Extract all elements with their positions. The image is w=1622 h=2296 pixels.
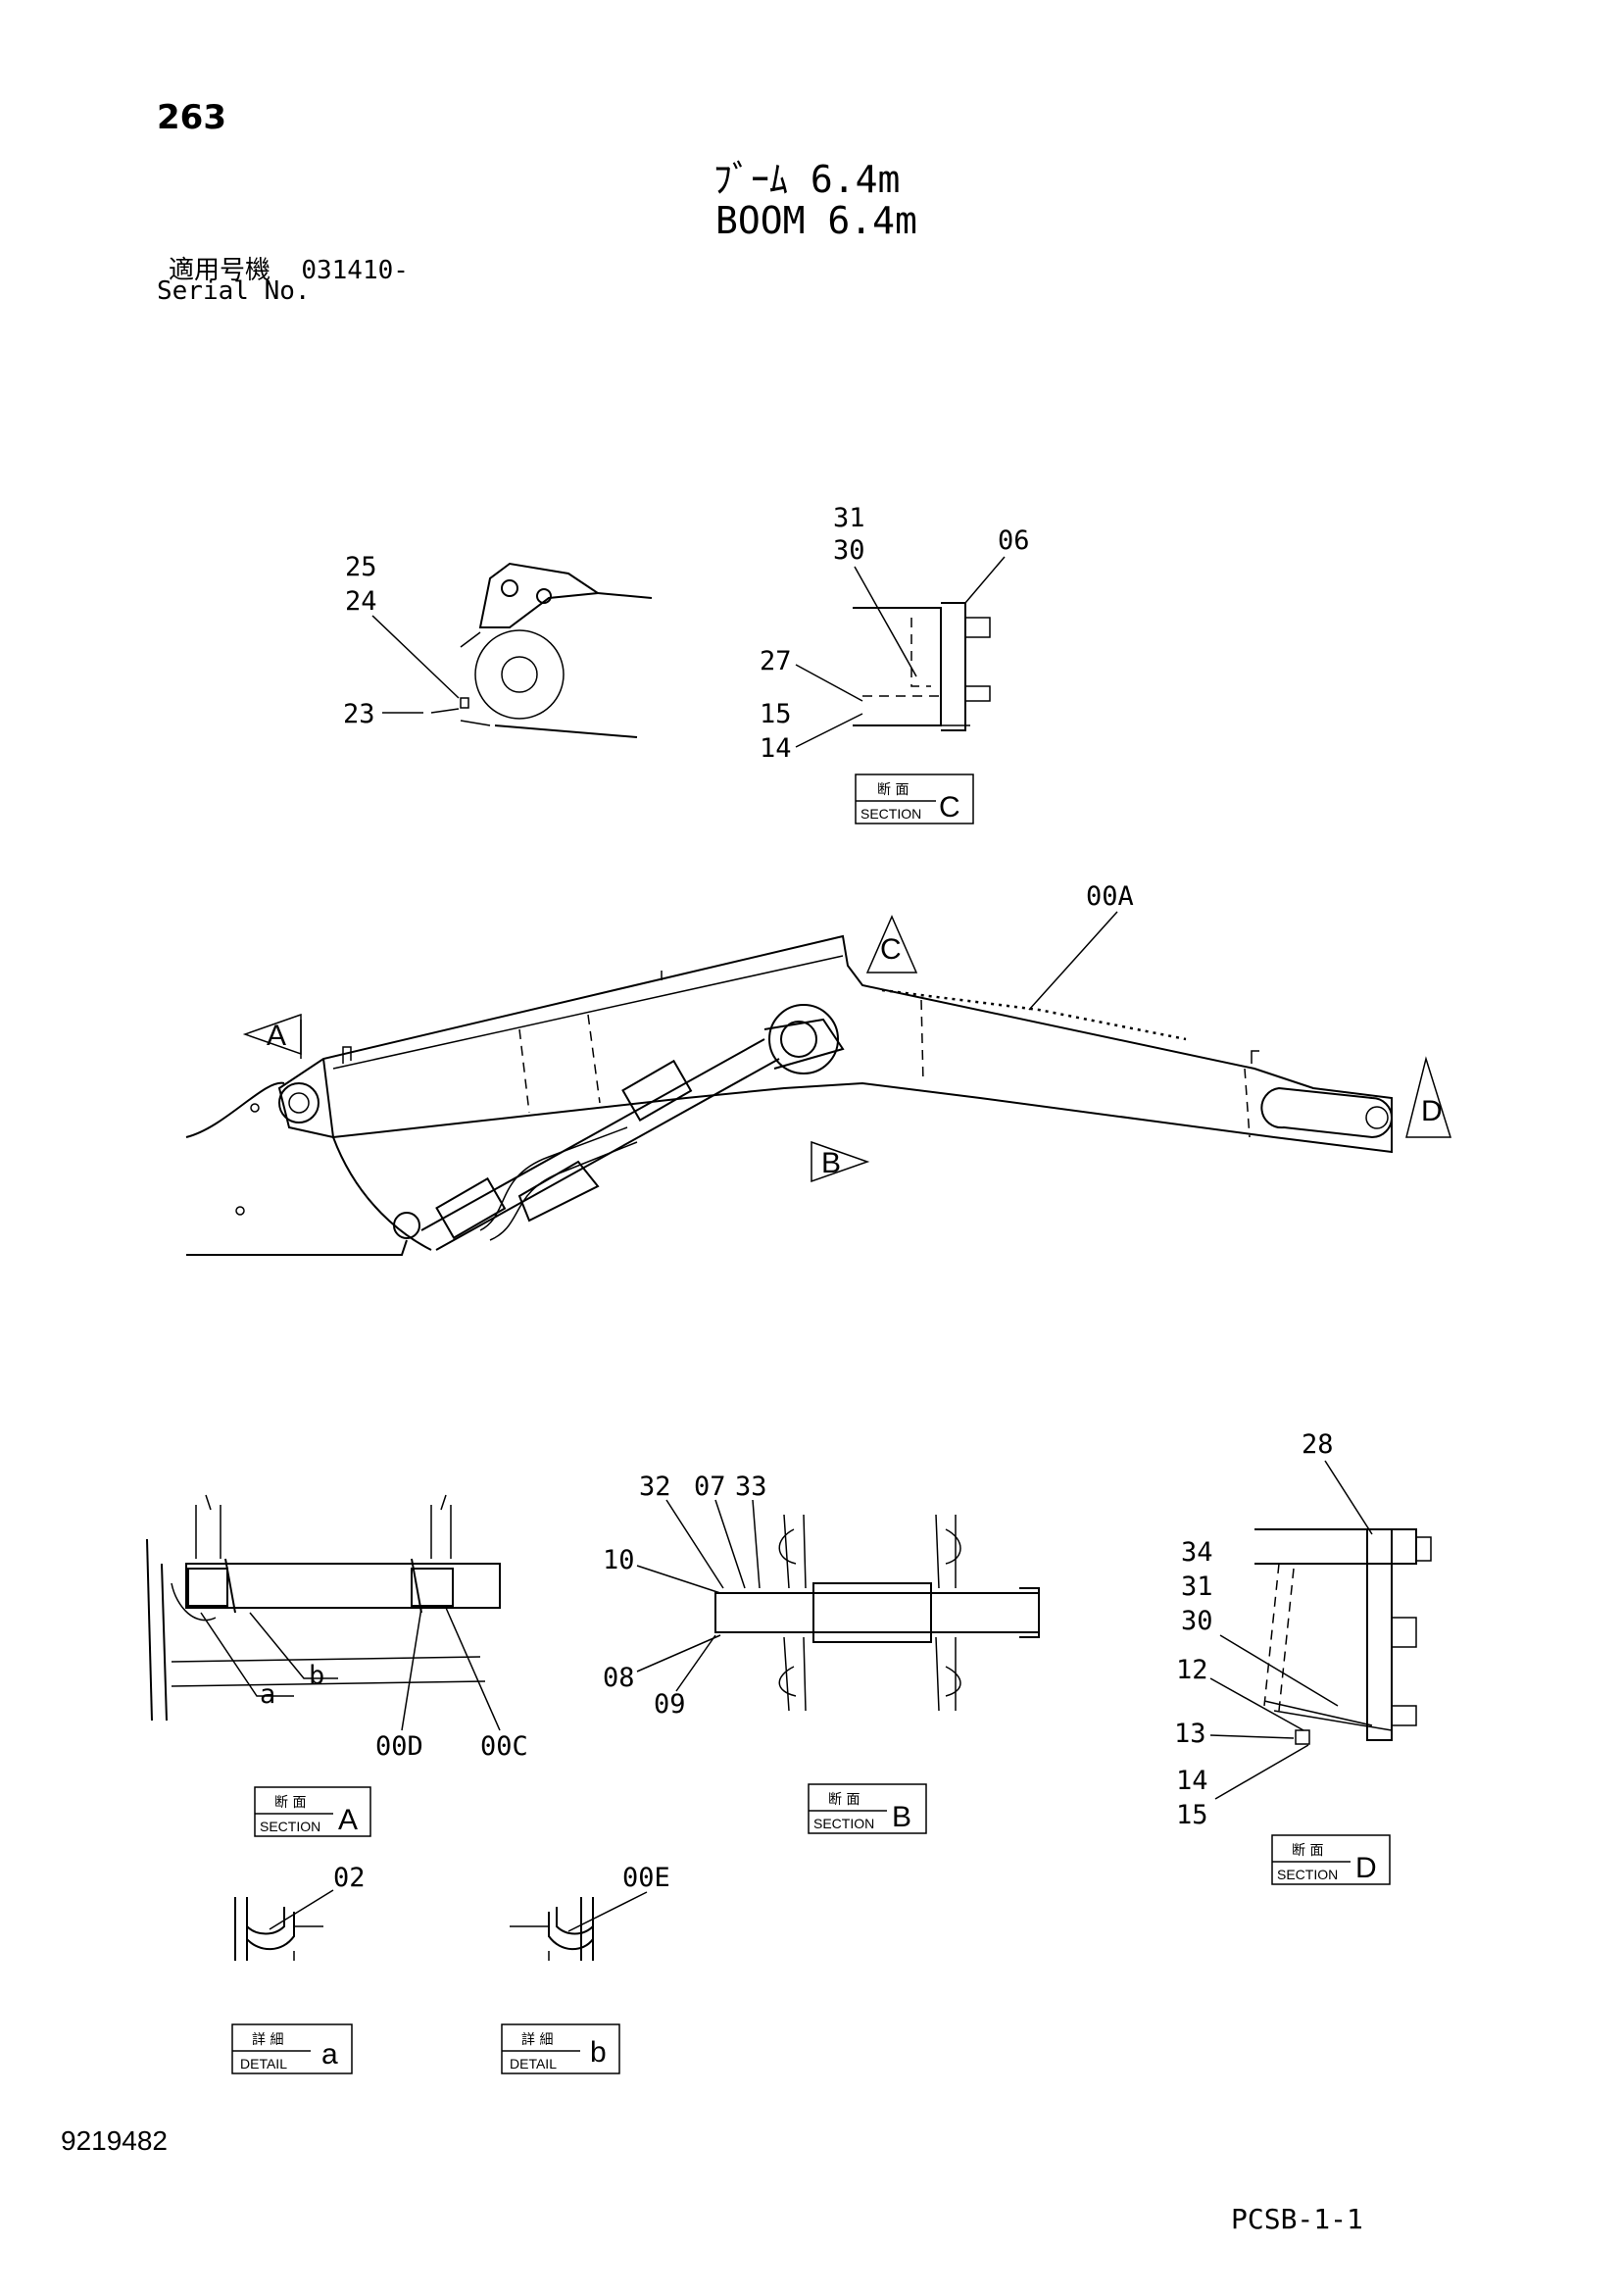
- section-key-b: B: [892, 1801, 911, 1833]
- callout-00D: 00D: [375, 1731, 423, 1762]
- detail-b-view: 00E 詳 細 DETAIL b: [501, 1863, 670, 2074]
- view-marker-c: C: [865, 915, 918, 973]
- section-box-a: 断 面 SECTION A: [254, 1786, 371, 1837]
- callout-b: b: [309, 1661, 324, 1691]
- callout-31-d: 31: [1181, 1572, 1213, 1602]
- detail-key-a: a: [321, 2038, 338, 2071]
- document-number: 9219482: [61, 2125, 169, 2156]
- detail-box-a: 詳 細 DETAIL a: [231, 2023, 353, 2074]
- view-marker-b: B: [811, 1140, 870, 1183]
- serial-label-english: Serial No.: [157, 276, 311, 306]
- callout-24: 24: [345, 586, 377, 617]
- main-boom-view: A B C D 00A: [185, 881, 1452, 1256]
- callout-00A: 00A: [1086, 881, 1134, 912]
- section-box-c: 断 面 SECTION C: [855, 774, 974, 824]
- svg-text:断 面: 断 面: [274, 1795, 306, 1811]
- detail-key-b: b: [590, 2036, 607, 2069]
- section-b-view: 32 07 33 10 08 09 断 面 SECTION B: [603, 1472, 1040, 1834]
- svg-text:C: C: [880, 933, 902, 966]
- detail-box-b: 詳 細 DETAIL b: [501, 2023, 620, 2074]
- callout-02: 02: [333, 1863, 366, 1893]
- callout-34: 34: [1181, 1537, 1213, 1568]
- section-key-d: D: [1355, 1852, 1377, 1884]
- section-c-view: 31 30 06 27 15 14 断 面 SECTION C: [760, 503, 1030, 824]
- section-box-b: 断 面 SECTION B: [808, 1783, 927, 1834]
- title-english: BOOM 6.4m: [715, 199, 917, 242]
- title-japanese: ﾌﾞｰﾑ 6.4m: [713, 158, 901, 201]
- serial-value: 031410-: [301, 256, 409, 285]
- svg-text:A: A: [267, 1020, 286, 1052]
- callout-32: 32: [639, 1472, 671, 1502]
- svg-text:断 面: 断 面: [1292, 1843, 1323, 1859]
- sheet-code: PCSB-1-1: [1231, 2203, 1363, 2235]
- section-a-view: a b 00D 00C 断 面 SECTION A: [146, 1494, 528, 1837]
- svg-text:詳 細: 詳 細: [521, 2032, 553, 2048]
- callout-06: 06: [998, 525, 1030, 556]
- svg-text:B: B: [821, 1147, 841, 1179]
- svg-text:断 面: 断 面: [828, 1792, 860, 1808]
- callout-28: 28: [1302, 1429, 1334, 1460]
- callout-13: 13: [1174, 1719, 1206, 1749]
- view-marker-a: A: [242, 1013, 302, 1059]
- svg-text:詳 細: 詳 細: [252, 2032, 283, 2048]
- view-marker-d: D: [1405, 1056, 1452, 1138]
- callout-23: 23: [343, 699, 375, 729]
- callout-15-d: 15: [1176, 1800, 1208, 1830]
- callout-07: 07: [694, 1472, 726, 1502]
- page-number: 263: [157, 98, 226, 137]
- callout-a: a: [260, 1679, 275, 1710]
- serial-label-japanese: 適用号機: [169, 256, 271, 285]
- section-key-c: C: [939, 791, 960, 824]
- svg-text:DETAIL: DETAIL: [240, 2056, 287, 2071]
- callout-00E: 00E: [622, 1863, 670, 1893]
- callout-15: 15: [760, 699, 792, 729]
- svg-text:SECTION: SECTION: [860, 806, 921, 822]
- callout-14: 14: [760, 733, 792, 764]
- svg-text:SECTION: SECTION: [813, 1816, 874, 1831]
- callout-09: 09: [654, 1689, 686, 1720]
- svg-text:D: D: [1421, 1095, 1443, 1127]
- svg-text:DETAIL: DETAIL: [510, 2056, 557, 2071]
- section-d-view: 28 34 31 30 12 13 14 15 断 面 SECTION D: [1174, 1429, 1432, 1885]
- svg-text:断 面: 断 面: [877, 782, 909, 798]
- callout-00C: 00C: [480, 1731, 528, 1762]
- callout-14-d: 14: [1176, 1766, 1208, 1796]
- serial-range: 適用号機 031410-: [169, 250, 409, 286]
- callout-31: 31: [833, 503, 865, 533]
- detail-a-view: 02 詳 細 DETAIL a: [231, 1863, 366, 2074]
- callout-12: 12: [1176, 1655, 1208, 1685]
- callout-33: 33: [735, 1472, 767, 1502]
- callout-25: 25: [345, 552, 377, 582]
- detail-top-left: 25 24 23: [343, 552, 653, 738]
- section-key-a: A: [338, 1804, 358, 1836]
- callout-08: 08: [603, 1663, 635, 1693]
- section-box-d: 断 面 SECTION D: [1271, 1834, 1391, 1885]
- callout-30-d: 30: [1181, 1606, 1213, 1636]
- callout-10: 10: [603, 1545, 635, 1575]
- callout-27: 27: [760, 646, 792, 676]
- callout-30: 30: [833, 535, 865, 566]
- svg-text:SECTION: SECTION: [1277, 1867, 1338, 1882]
- svg-text:SECTION: SECTION: [260, 1819, 320, 1834]
